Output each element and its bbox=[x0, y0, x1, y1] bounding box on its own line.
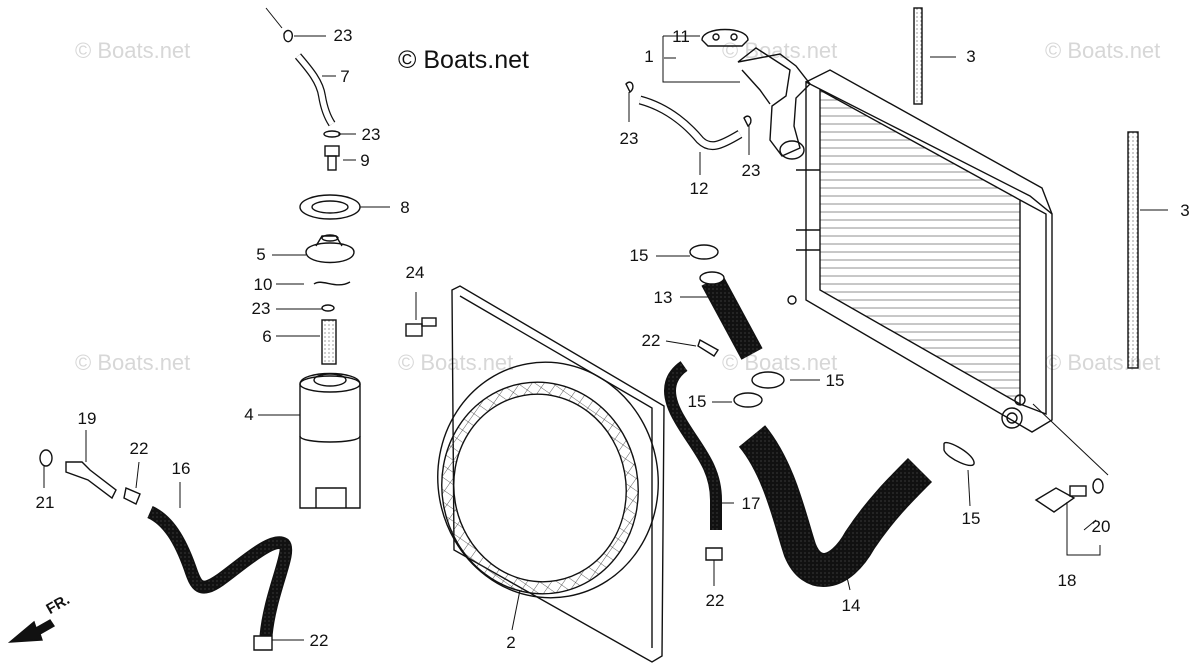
watermark: © Boats.net bbox=[1045, 350, 1161, 375]
callout-22: 22 bbox=[641, 331, 661, 350]
callout-18: 18 bbox=[1057, 571, 1077, 590]
clip-22-left-b bbox=[253, 635, 273, 651]
callout-15: 15 bbox=[825, 371, 845, 390]
callout-4: 4 bbox=[244, 405, 254, 424]
hose-16 bbox=[146, 506, 293, 637]
callout-23: 23 bbox=[333, 26, 353, 45]
callout-9: 9 bbox=[360, 151, 370, 170]
callout-22: 22 bbox=[309, 631, 329, 650]
callout-23: 23 bbox=[741, 161, 761, 180]
callout-21: 21 bbox=[35, 493, 55, 512]
callout-10: 10 bbox=[253, 275, 273, 294]
seal-strip-3b bbox=[1127, 131, 1139, 369]
callout-20: 20 bbox=[1091, 517, 1111, 536]
temp-sensor-18 bbox=[1034, 478, 1104, 513]
reserve-tank-4 bbox=[299, 372, 361, 509]
watermark: © Boats.net bbox=[75, 350, 191, 375]
callout-1: 1 bbox=[644, 47, 654, 66]
fitting-19 bbox=[65, 461, 117, 500]
callout-19: 19 bbox=[77, 409, 97, 428]
callout-15: 15 bbox=[961, 509, 981, 528]
hose-13 bbox=[699, 271, 763, 360]
fitting-9 bbox=[324, 145, 340, 171]
hose-17 bbox=[664, 361, 722, 530]
clip-23-mid bbox=[323, 130, 341, 138]
clip-22-upper bbox=[697, 338, 720, 357]
fan-shroud-2 bbox=[437, 285, 665, 663]
callout-15: 15 bbox=[629, 246, 649, 265]
clamp-15-mid bbox=[751, 371, 785, 389]
clamp-15-top bbox=[689, 244, 719, 260]
callout-8: 8 bbox=[400, 198, 410, 217]
hose-14 bbox=[738, 425, 933, 587]
clip-23-right-b bbox=[743, 115, 752, 128]
overflow-tube-7 bbox=[294, 53, 336, 127]
clamp-15-low bbox=[733, 392, 763, 408]
callout-16: 16 bbox=[171, 459, 191, 478]
callout-17: 17 bbox=[741, 494, 761, 513]
callout-15: 15 bbox=[687, 392, 707, 411]
callout-23: 23 bbox=[251, 299, 271, 318]
callout-5: 5 bbox=[256, 245, 266, 264]
callout-22: 22 bbox=[705, 591, 725, 610]
seal-strip-3a bbox=[913, 7, 923, 105]
leader-lines bbox=[43, 7, 1168, 641]
clamp-15-right bbox=[943, 441, 975, 467]
callout-12: 12 bbox=[689, 179, 709, 198]
watermark: © Boats.net bbox=[398, 350, 514, 375]
clip-22-lower bbox=[705, 547, 723, 561]
clip-23-low bbox=[321, 304, 335, 312]
callout-7: 7 bbox=[340, 67, 350, 86]
callout-22: 22 bbox=[129, 439, 149, 458]
clip-23-right-a bbox=[625, 81, 634, 94]
tube-6 bbox=[321, 319, 337, 365]
watermark: © Boats.net bbox=[1045, 38, 1161, 63]
brand-text: © Boats.net bbox=[398, 46, 529, 74]
hose-12 bbox=[638, 95, 743, 151]
watermark: © Boats.net bbox=[75, 38, 191, 63]
clip-23-top bbox=[283, 29, 294, 43]
callout-23: 23 bbox=[619, 129, 639, 148]
callout-2: 2 bbox=[506, 633, 516, 652]
callout-3: 3 bbox=[966, 47, 976, 66]
radiator-cap-11 bbox=[701, 28, 749, 47]
callout-13: 13 bbox=[653, 288, 673, 307]
callout-6: 6 bbox=[262, 327, 272, 346]
radiator-core-3 bbox=[787, 69, 1053, 433]
clip-22-left-a bbox=[123, 487, 141, 505]
front-arrow-icon bbox=[7, 619, 55, 643]
bolt-24 bbox=[405, 317, 437, 337]
cap-5 bbox=[305, 234, 355, 264]
callout-24: 24 bbox=[405, 263, 425, 282]
callout-11: 11 bbox=[672, 27, 690, 46]
callout-23: 23 bbox=[361, 125, 381, 144]
washer-21 bbox=[39, 449, 53, 467]
gasket-8 bbox=[299, 194, 361, 220]
callout-3: 3 bbox=[1180, 201, 1190, 220]
callout-14: 14 bbox=[841, 596, 861, 615]
clip-10 bbox=[313, 281, 351, 286]
filler-neck-1 bbox=[737, 47, 811, 160]
